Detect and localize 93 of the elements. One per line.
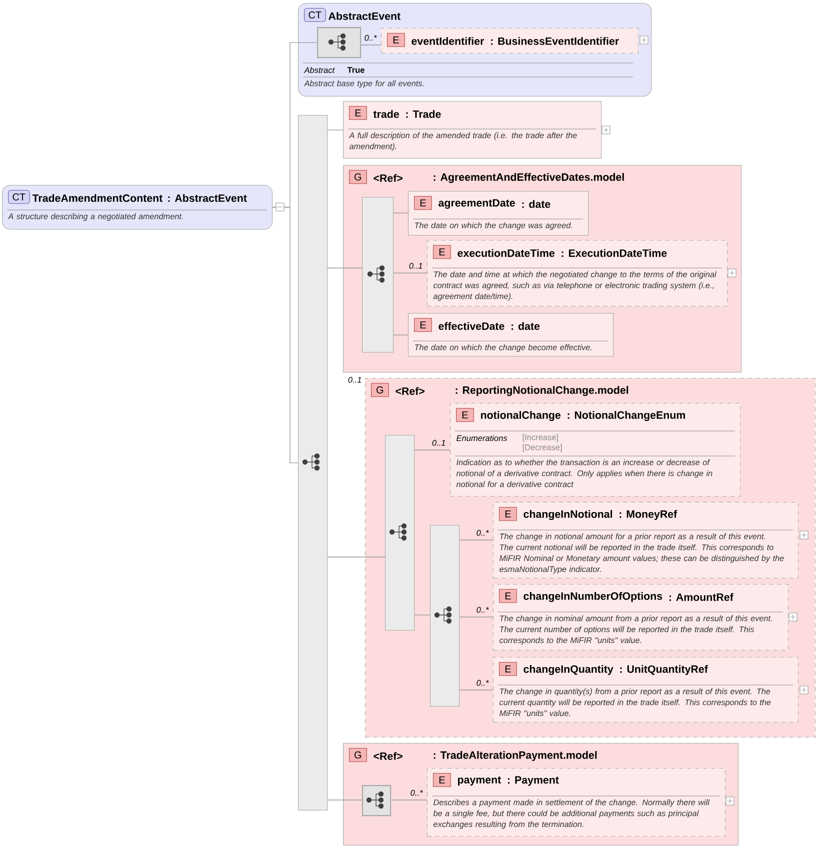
multiplicity-label: 0..1 — [409, 262, 422, 269]
element-name: changeInNumberOfOptions — [524, 592, 662, 602]
connector-line — [272, 206, 298, 464]
element-box — [381, 28, 639, 54]
description: The date and time at which the negotiated change to the terms of the original contract was agreed, such as via telephone or electronic trading system (i.e., agreement date/time). — [433, 271, 716, 301]
type-badge: E — [414, 318, 432, 332]
property-value: True — [347, 67, 364, 73]
sequence-bar — [362, 197, 394, 353]
element-name: agreementDate — [438, 199, 515, 209]
element-box — [450, 403, 741, 497]
connector-line — [393, 272, 428, 274]
description: Indication as to whether the transaction is an increase or decrease of notional of a derivative contract. Only applies when there is change in notional for a derivative contract — [456, 459, 712, 488]
element-name: changeInQuantity — [524, 665, 614, 675]
element-name: <Ref> — [396, 387, 424, 395]
type-badge: CT — [304, 8, 326, 22]
type-name: : AbstractEvent — [168, 194, 247, 202]
type-name: : date — [512, 322, 540, 330]
sequence-bar — [298, 115, 328, 811]
type-name: : date — [522, 200, 550, 208]
type-badge: E — [499, 507, 517, 521]
description: The change in quantity(s) from a prior report as a result of this event. The current quantity will be reported in the trade itself. This corresponds to the MiFIR "units" value. — [500, 688, 771, 716]
connector-line — [414, 614, 430, 616]
element-box — [493, 584, 789, 651]
type-name: : NotionalChangeEnum — [568, 411, 685, 421]
type-badge: E — [387, 33, 405, 47]
element-box — [427, 768, 726, 837]
element-box — [493, 502, 799, 579]
type-badge: CT — [8, 190, 30, 204]
type-name: : ExecutionDateTime — [562, 249, 667, 257]
multiplicity-label: 0..* — [364, 34, 377, 41]
type-badge: G — [349, 748, 367, 762]
property-name: Enumerations — [456, 434, 508, 442]
description: The change in nominal amount from a prior report as a result of this event. The current number of options will be reported in the trade itself. This corresponds to the MiFIR "units" value. — [500, 615, 772, 645]
element-box — [493, 657, 799, 723]
type-badge: G — [349, 170, 367, 184]
element-name: changeInNotional — [524, 510, 612, 520]
description: Abstract base type for all events. — [304, 80, 424, 88]
description: A structure describing a negotiated amendment. — [8, 213, 183, 221]
type-badge: G — [371, 383, 389, 397]
connector-line — [360, 44, 382, 46]
multiplicity-label: 0..* — [476, 606, 489, 613]
element-name: eventIdentifier — [412, 37, 484, 45]
description: The change in notional amount for a prior report as a result of this event. The current notional will be reported in the trade itself. This corresponds to MiFIR Nominal or Monetary amount values; these can be distinguished by the esmaNotionalType indicator. — [500, 533, 784, 574]
multiplicity-label: 0..* — [410, 790, 423, 796]
enumeration-value: [Decrease] — [522, 444, 562, 452]
type-badge: E — [456, 408, 474, 422]
multiplicity-label: 0..* — [476, 680, 489, 686]
connector-line — [393, 212, 408, 214]
sequence-box — [362, 785, 392, 816]
type-name: : AmountRef — [669, 593, 734, 601]
element-name: <Ref> — [374, 752, 402, 760]
type-name: : AgreementAndEffectiveDates.model — [434, 173, 624, 183]
complex-type-box — [2, 185, 273, 230]
type-badge: E — [349, 106, 367, 120]
element-name: payment — [458, 776, 502, 786]
description: A full description of the amended trade (i.e. the trade after the amendment). — [348, 132, 577, 151]
enumeration-value: [Increase] — [522, 434, 558, 442]
element-box — [408, 313, 614, 357]
type-badge: E — [499, 589, 517, 603]
element-name: TradeAmendmentContent — [32, 194, 163, 202]
type-badge: E — [433, 773, 451, 787]
element-box — [408, 191, 589, 236]
element-name: effectiveDate — [438, 322, 504, 330]
sequence-box — [317, 27, 362, 58]
element-box — [427, 240, 728, 307]
property-name: Abstract — [304, 66, 335, 74]
element-name: notionalChange — [480, 411, 560, 421]
multiplicity-label: 0..1 — [432, 440, 446, 446]
multiplicity-label: 0..* — [476, 530, 489, 536]
sequence-bar — [430, 525, 460, 707]
connector-line — [393, 334, 408, 336]
description: The date on which the change was agreed. — [415, 222, 572, 230]
type-badge: E — [499, 662, 517, 676]
type-name: : UnitQuantityRef — [620, 665, 708, 675]
type-name: : TradeAlterationPayment.model — [434, 751, 597, 761]
type-name: : MoneyRef — [620, 510, 678, 520]
description: The date on which the change become effective. — [415, 344, 592, 352]
type-name: : Trade — [406, 110, 441, 118]
element-name: <Ref> — [374, 174, 402, 182]
multiplicity-label: 0..1 — [348, 376, 362, 383]
type-name: : BusinessEventIdentifier — [491, 37, 619, 45]
type-badge: E — [433, 245, 451, 259]
element-box — [343, 101, 602, 159]
description: Describes a payment made in settlement of the change. Normally there will be a single fee, but there could be additional payments such as principal exchanges resulting from the termination. — [433, 799, 710, 829]
element-name: AbstractEvent — [328, 12, 400, 20]
element-name: executionDateTime — [458, 249, 555, 257]
connector-line — [327, 556, 386, 558]
type-name: : Payment — [508, 776, 559, 786]
sequence-bar — [385, 435, 415, 631]
type-badge: E — [414, 196, 432, 210]
element-name: trade — [373, 110, 399, 118]
connector-line — [459, 616, 494, 618]
type-name: : ReportingNotionalChange.model — [456, 386, 628, 396]
